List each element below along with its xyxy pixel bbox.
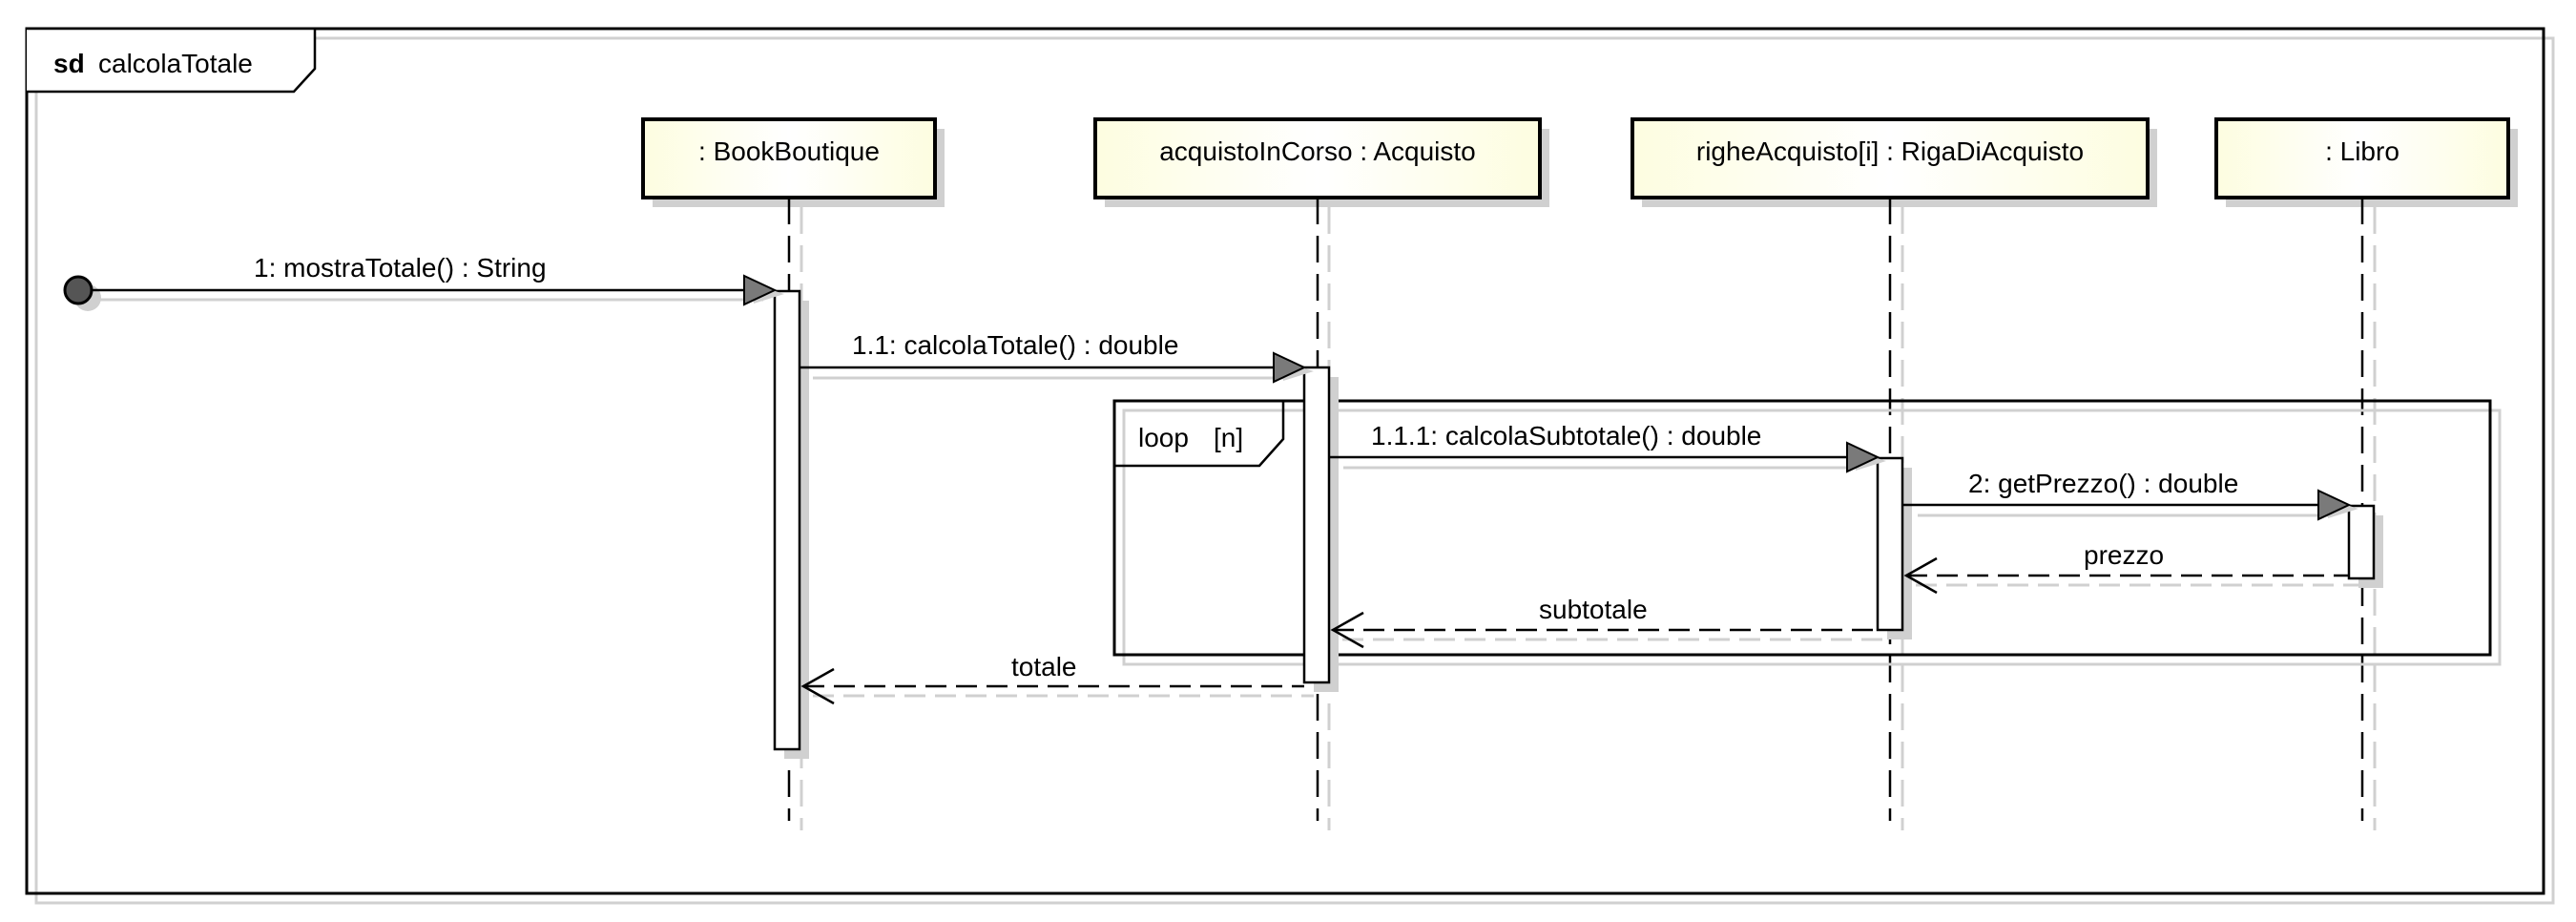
- activation-bookboutique: [773, 289, 801, 751]
- lifeline-label: acquistoInCorso : Acquisto: [1159, 136, 1476, 166]
- return-subtotale: subtotale: [1330, 595, 1887, 649]
- open-arrow-head: [1330, 611, 1364, 649]
- message-label: prezzo: [2084, 540, 2164, 570]
- message-calcola-totale: 1.1: calcolaTotale() : double: [800, 330, 1314, 384]
- diagram-frame: sd calcolaTotale: [25, 27, 2555, 905]
- return-prezzo: prezzo: [1903, 540, 2358, 595]
- message-calcola-subtotale: 1.1.1: calcolaSubtotale() : double: [1329, 421, 1886, 473]
- loop-guard: [n]: [1214, 423, 1243, 452]
- open-arrow-head: [1903, 556, 1938, 595]
- message-label: 1: mostraTotale() : String: [254, 253, 547, 283]
- frame-keyword: sd: [53, 49, 85, 78]
- message-label: subtotale: [1539, 595, 1648, 624]
- return-totale: totale: [800, 652, 1314, 705]
- activations: [773, 289, 2383, 759]
- activation-acquisto: [1302, 366, 1331, 684]
- found-message-dot: [63, 275, 93, 305]
- activation-riga: [1876, 456, 1904, 632]
- loop-fragment: loop [n]: [1112, 399, 2502, 666]
- activation-libro: [2347, 504, 2376, 580]
- lifeline-label: righeAcquisto[i] : RigaDiAcquisto: [1696, 136, 2084, 166]
- arrow-head: [1273, 351, 1307, 384]
- message-label: 1.1: calcolaTotale() : double: [852, 330, 1178, 360]
- message-label: totale: [1011, 652, 1077, 681]
- lifeline-label: : BookBoutique: [698, 136, 880, 166]
- frame-name: calcolaTotale: [98, 49, 253, 78]
- message-get-prezzo: 2: getPrezzo() : double: [1902, 469, 2358, 521]
- lifeline-label: : Libro: [2325, 136, 2399, 166]
- message-label: 1.1.1: calcolaSubtotale() : double: [1371, 421, 1761, 451]
- message-mostra-totale: 1: mostraTotale() : String: [63, 253, 784, 311]
- arrow-head: [1846, 441, 1880, 473]
- arrow-head: [2317, 489, 2352, 521]
- arrow-head: [743, 274, 778, 306]
- open-arrow-head: [800, 667, 835, 705]
- loop-operator: loop: [1138, 423, 1189, 452]
- lifeline-rigadiacquisto: righeAcquisto[i] : RigaDiAcquisto: [1631, 117, 2157, 830]
- lifeline-acquisto: acquistoInCorso : Acquisto: [1093, 117, 1549, 830]
- lifeline-libro: : Libro: [2214, 117, 2518, 830]
- message-label: 2: getPrezzo() : double: [1968, 469, 2238, 498]
